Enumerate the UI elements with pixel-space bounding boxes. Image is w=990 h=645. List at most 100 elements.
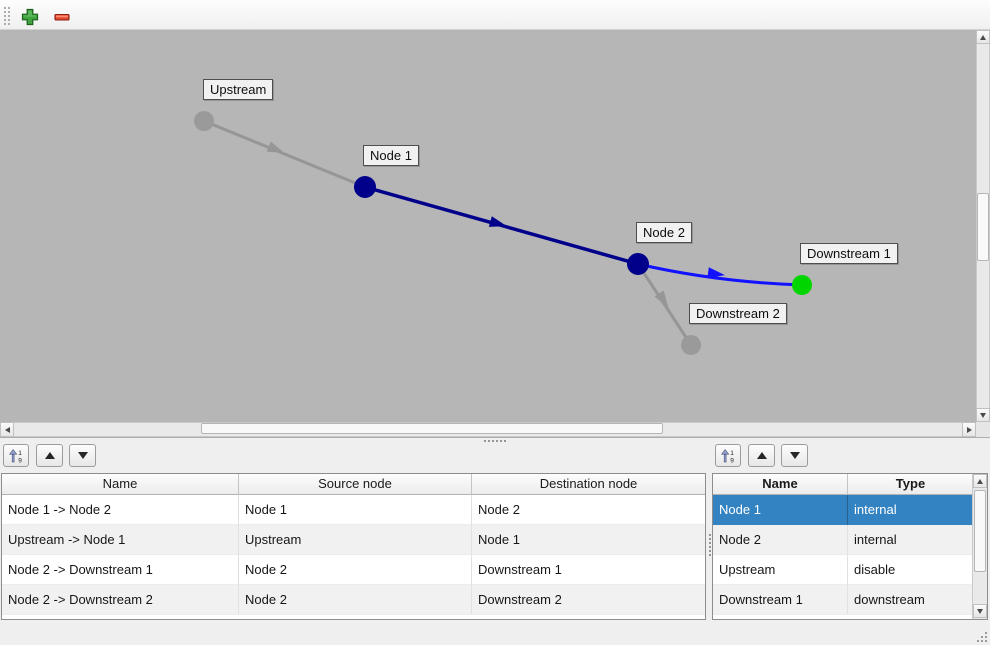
scroll-up-button[interactable] xyxy=(976,30,990,44)
window-resize-grip[interactable] xyxy=(975,630,988,643)
graph-node-downstream1[interactable] xyxy=(792,275,812,295)
scroll-down-button[interactable] xyxy=(976,408,990,422)
node-sort-button[interactable]: 1 9 xyxy=(715,444,741,467)
table-cell[interactable]: Node 2 xyxy=(239,585,472,615)
arrow-right-icon xyxy=(966,426,972,433)
edge-arrow-icon xyxy=(488,216,507,227)
move-down-icon xyxy=(789,452,800,459)
table-cell[interactable]: Downstream 1 xyxy=(472,555,705,585)
edge-sort-button[interactable]: 1 9 xyxy=(3,444,29,467)
table-cell[interactable]: Node 1 xyxy=(239,495,472,525)
remove-button[interactable] xyxy=(50,7,74,27)
table-cell[interactable]: internal xyxy=(848,525,973,555)
edge-arrow-icon xyxy=(266,141,285,154)
scroll-right-button[interactable] xyxy=(962,422,976,437)
table-cell[interactable]: Upstream -> Node 1 xyxy=(2,525,239,555)
node-label-downstream1[interactable]: Downstream 1 xyxy=(800,243,898,264)
vertical-scroll-thumb[interactable] xyxy=(977,193,989,261)
table-cell[interactable]: Node 2 xyxy=(472,495,705,525)
edge-arrow-icon xyxy=(654,290,669,308)
scroll-up-button[interactable] xyxy=(973,474,987,488)
table-cell[interactable]: Downstream 2 xyxy=(472,585,705,615)
svg-text:1: 1 xyxy=(730,449,734,456)
table-cell[interactable]: Downstream 1 xyxy=(713,585,848,615)
graph-node-node1[interactable] xyxy=(354,176,376,198)
vertical-splitter[interactable] xyxy=(707,443,712,645)
node-label-upstream[interactable]: Upstream xyxy=(203,79,274,100)
edge-move-down-button[interactable] xyxy=(69,444,96,467)
toolbar-grip[interactable] xyxy=(3,6,11,25)
graph-node-upstream[interactable] xyxy=(194,111,214,131)
column-header[interactable]: Source node xyxy=(239,474,472,495)
column-header[interactable]: Name xyxy=(2,474,239,495)
table-cell[interactable]: Node 2 -> Downstream 2 xyxy=(2,585,239,615)
canvas-horizontal-scrollbar[interactable] xyxy=(0,422,976,437)
node-move-down-button[interactable] xyxy=(781,444,808,467)
remove-minus-icon xyxy=(54,13,70,21)
graph-node-node2[interactable] xyxy=(627,253,649,275)
graph-edge-upstream-node1[interactable] xyxy=(203,119,366,189)
table-cell[interactable]: Node 2 xyxy=(713,525,848,555)
scroll-down-button[interactable] xyxy=(973,604,987,618)
horizontal-scroll-thumb[interactable] xyxy=(201,423,663,434)
graph-edge-node2-downstream1[interactable] xyxy=(637,262,803,287)
edge-move-up-button[interactable] xyxy=(36,444,63,467)
scroll-left-button[interactable] xyxy=(0,422,14,437)
horizontal-splitter[interactable] xyxy=(0,437,990,443)
node-label-node2[interactable]: Node 2 xyxy=(636,222,692,243)
table-cell[interactable]: Node 1 xyxy=(713,495,848,525)
add-button[interactable] xyxy=(18,7,42,27)
arrow-left-icon xyxy=(4,426,10,433)
vertical-scroll-thumb[interactable] xyxy=(974,490,986,572)
table-cell[interactable]: Upstream xyxy=(239,525,472,555)
column-header[interactable]: Type xyxy=(848,474,973,495)
canvas-vertical-scrollbar[interactable] xyxy=(976,30,990,422)
node-label-downstream2[interactable]: Downstream 2 xyxy=(689,303,787,324)
arrow-up-icon xyxy=(977,478,983,484)
edge-arrow-icon xyxy=(707,267,725,279)
node-move-up-button[interactable] xyxy=(748,444,775,467)
svg-text:9: 9 xyxy=(730,457,734,463)
move-up-icon xyxy=(756,452,767,459)
table-cell[interactable]: internal xyxy=(854,502,897,517)
table-cell[interactable]: Node 1 xyxy=(472,525,705,555)
add-plus-icon xyxy=(21,8,39,26)
nodes-table-scrollbar[interactable] xyxy=(972,474,987,619)
sort-ascending-icon: 1 9 xyxy=(8,448,22,464)
splitter-grip-dots xyxy=(483,439,507,443)
graph-node-downstream2[interactable] xyxy=(681,335,701,355)
table-cell[interactable]: downstream xyxy=(848,585,973,615)
arrow-down-icon xyxy=(977,608,983,614)
table-row[interactable]: Node 1 internal xyxy=(713,495,987,525)
move-down-icon xyxy=(77,452,88,459)
table-cell[interactable]: disable xyxy=(848,555,973,585)
sort-ascending-icon: 1 9 xyxy=(720,448,734,464)
svg-text:9: 9 xyxy=(18,457,22,463)
splitter-grip-dots xyxy=(708,533,712,557)
table-cell[interactable]: Node 2 xyxy=(239,555,472,585)
graph-svg xyxy=(194,111,812,355)
table-cell[interactable]: Node 1 -> Node 2 xyxy=(2,495,239,525)
scrollbar-corner xyxy=(976,422,990,437)
table-cell[interactable]: Node 2 -> Downstream 1 xyxy=(2,555,239,585)
column-header[interactable]: Destination node xyxy=(472,474,705,495)
table-cell[interactable]: Upstream xyxy=(713,555,848,585)
svg-text:1: 1 xyxy=(18,449,22,456)
column-header[interactable]: Name xyxy=(713,474,848,495)
node-label-node1[interactable]: Node 1 xyxy=(363,145,419,166)
arrow-up-icon xyxy=(980,34,986,40)
